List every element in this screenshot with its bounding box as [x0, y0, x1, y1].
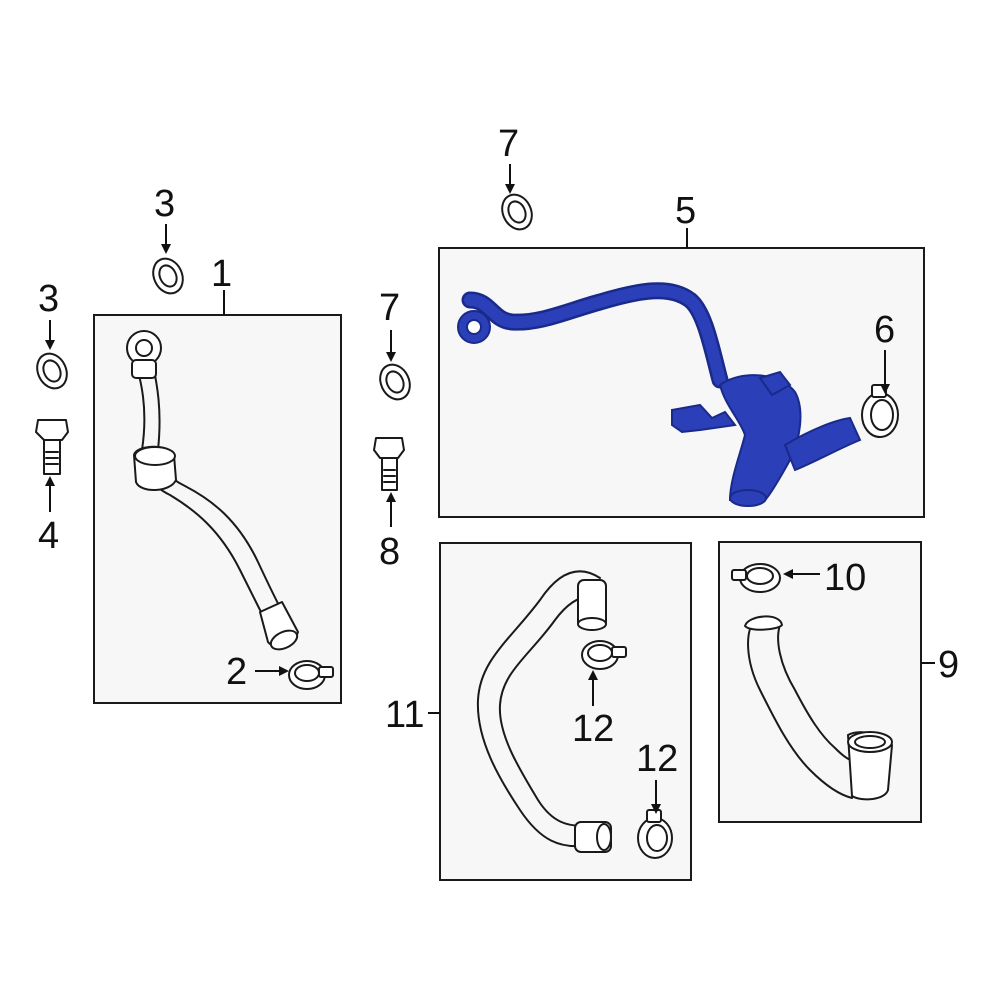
- hose-clamp-icon[interactable]: [637, 809, 673, 859]
- hose-clamp-icon[interactable]: [861, 384, 899, 438]
- coolant-pipe-part-1[interactable]: [126, 330, 300, 653]
- callout-12: 12: [572, 708, 614, 750]
- callout-4: 4: [38, 515, 59, 557]
- callout-10: 10: [824, 557, 866, 599]
- hose-clamp-icon[interactable]: [288, 660, 334, 690]
- callout-3: 3: [154, 183, 175, 225]
- washer-icon[interactable]: [375, 360, 416, 404]
- panel-part-1: [93, 314, 342, 704]
- coolant-pipe-assembly-part-5[interactable]: [457, 282, 862, 507]
- callout-3: 3: [38, 278, 59, 320]
- callout-1: 1: [211, 253, 232, 295]
- callout-8: 8: [379, 531, 400, 573]
- washer-icon[interactable]: [148, 254, 189, 298]
- callout-11: 11: [385, 694, 424, 736]
- callout-5: 5: [675, 190, 696, 232]
- callout-2: 2: [226, 651, 247, 693]
- callout-7: 7: [379, 287, 400, 329]
- coolant-hose-part-9[interactable]: [744, 615, 893, 801]
- washer-icon[interactable]: [497, 190, 538, 234]
- bolt-icon[interactable]: [35, 419, 69, 475]
- callout-7: 7: [498, 123, 519, 165]
- hose-clamp-icon[interactable]: [731, 563, 781, 593]
- washer-icon[interactable]: [32, 349, 73, 393]
- callout-6: 6: [874, 309, 895, 351]
- callout-9: 9: [938, 644, 959, 686]
- bolt-icon[interactable]: [373, 437, 405, 491]
- hose-clamp-icon[interactable]: [581, 640, 627, 670]
- coolant-hose-part-11[interactable]: [476, 570, 612, 853]
- callout-12: 12: [636, 738, 678, 780]
